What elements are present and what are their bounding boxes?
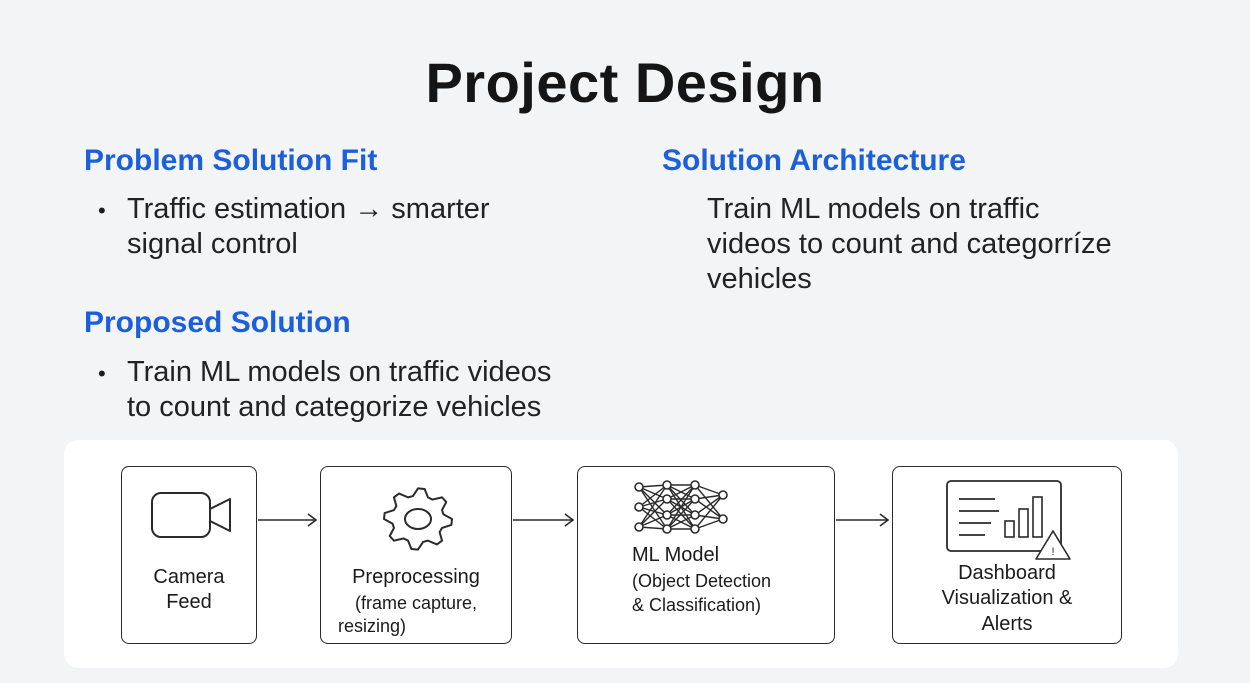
camera-feed-label-2: Feed <box>166 591 212 613</box>
dashboard-alert-icon: ! <box>946 480 1071 560</box>
dashboard-label-3: Alerts <box>981 613 1033 635</box>
neural-network-icon <box>634 480 728 534</box>
solution-architecture-heading: Solution Architecture <box>662 144 966 177</box>
proposed-solution-line-1: Train ML models on traffic videos <box>127 356 552 388</box>
problem-solution-fit-line-1: Traffic estimation → smarter <box>127 193 490 225</box>
dashboard-label-1: Dashboard <box>958 562 1056 584</box>
gear-icon <box>383 487 453 551</box>
video-camera-icon <box>151 492 231 538</box>
flow-arrow <box>513 513 575 527</box>
page-title: Project Design <box>425 51 825 114</box>
solution-architecture-line-3: vehicles <box>707 263 812 295</box>
flow-arrow <box>258 513 318 527</box>
dashboard-label-2: Visualization & <box>941 587 1073 609</box>
preprocessing-label-2: (frame capture, <box>354 593 478 613</box>
camera-feed-label-1: Camera <box>153 566 225 588</box>
preprocessing-label-1: Preprocessing <box>352 566 480 588</box>
preprocessing-node: Preprocessing (frame capture, resizing) <box>320 466 512 644</box>
flow-arrow <box>836 513 890 527</box>
bullet-icon: • <box>98 361 106 386</box>
ml-model-label-3: & Classification) <box>632 595 762 615</box>
ml-model-node: ML Model (Object Detection & Classificat… <box>577 466 835 644</box>
problem-solution-fit-line-2: signal control <box>127 228 298 260</box>
proposed-solution-line-2: to count and categorize vehicles <box>127 391 542 423</box>
dashboard-node: ! Dashboard Visualization & Alerts <box>892 466 1122 644</box>
camera-feed-node: Camera Feed <box>121 466 257 644</box>
bullet-icon: • <box>98 198 106 223</box>
svg-text:!: ! <box>1051 546 1054 558</box>
proposed-solution-heading: Proposed Solution <box>84 306 351 339</box>
solution-architecture-line-1: Train ML models on traffic <box>707 193 1040 225</box>
ml-model-label-2: (Object Detection <box>632 571 772 591</box>
preprocessing-label-3: resizing) <box>338 616 407 636</box>
problem-solution-fit-heading: Problem Solution Fit <box>84 144 378 177</box>
solution-architecture-line-2: videos to count and categorríze <box>707 228 1112 260</box>
ml-model-label-1: ML Model <box>632 544 720 566</box>
